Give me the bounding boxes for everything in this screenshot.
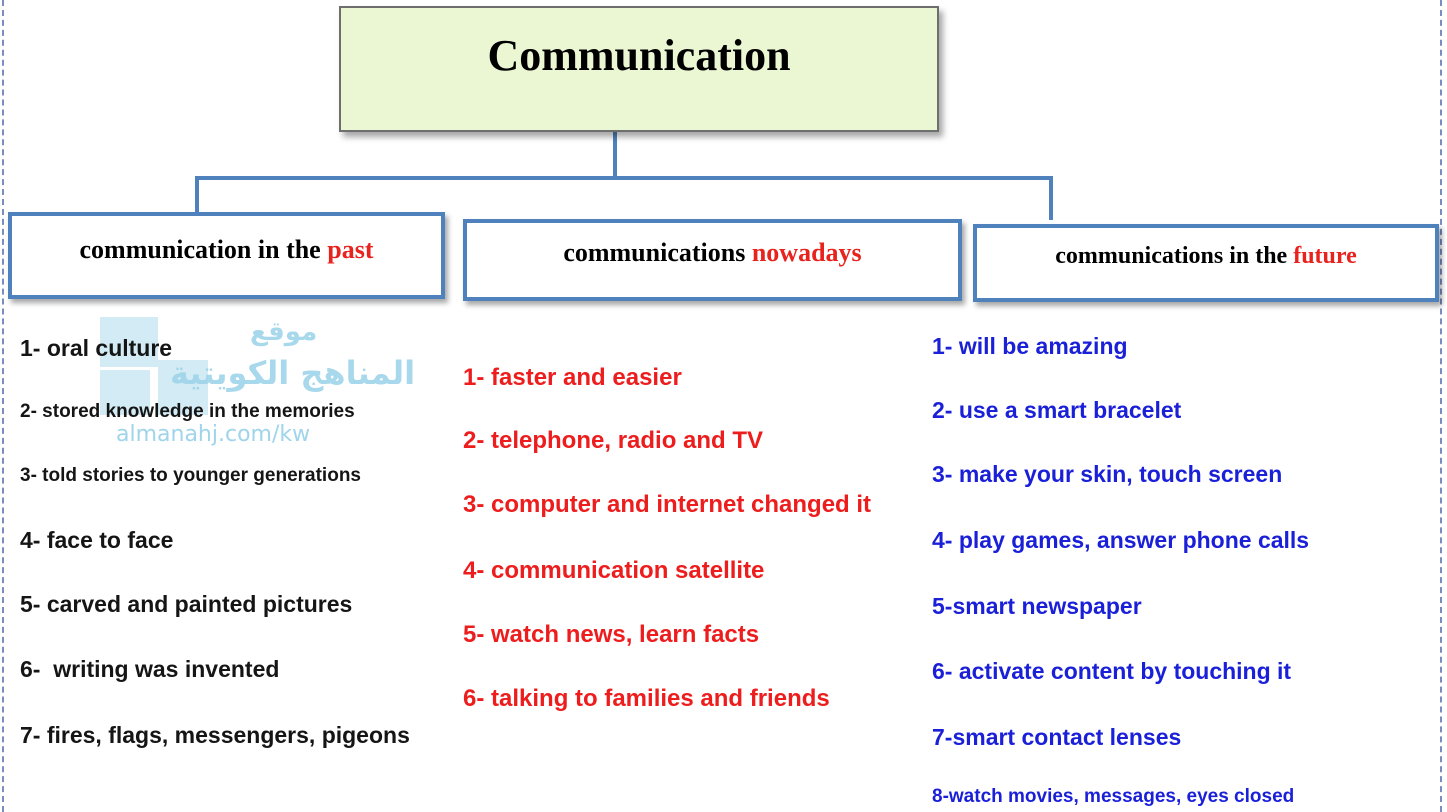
past-item: 1- oral culture [20,335,173,361]
future-item: 8-watch movies, messages, eyes closed [932,786,1295,807]
now-item: 4- communication satellite [463,557,765,584]
category-box-future: communications in the future [973,224,1439,302]
past-item: 3- told stories to younger generations [20,465,361,486]
category-past-highlight: past [327,234,374,264]
past-item: 6- writing was invented [20,656,280,682]
left-dashed-border [2,0,7,812]
category-past-prefix: communication in the [79,234,328,264]
category-box-past: communication in the past [8,212,445,299]
future-item: 1- will be amazing [932,333,1128,359]
future-item: 7-smart contact lenses [932,724,1182,750]
diagram-title: Communication [487,30,791,80]
now-item: 6- talking to families and friends [463,685,830,712]
now-item: 3- computer and internet changed it [463,491,872,518]
past-item: 7- fires, flags, messengers, pigeons [20,722,410,748]
category-now-highlight: nowadays [751,238,862,267]
future-item: 6- activate content by touching it [932,658,1292,684]
now-item: 1- faster and easier [463,364,682,391]
future-item: 3- make your skin, touch screen [932,461,1283,487]
past-item: 5- carved and painted pictures [20,591,353,617]
category-future-prefix: communications in the [1055,242,1294,269]
right-dashed-border [1440,0,1445,812]
now-item: 2- telephone, radio and TV [463,427,764,454]
past-item: 4- face to face [20,527,174,553]
future-item: 2- use a smart bracelet [932,397,1182,423]
title-box: Communication [339,6,939,132]
category-now-prefix: communications [563,238,752,267]
past-item: 2- stored knowledge in the memories [20,401,355,422]
category-box-nowadays: communications nowadays [463,219,962,301]
now-item: 5- watch news, learn facts [463,621,760,648]
future-item: 5-smart newspaper [932,593,1142,619]
future-item: 4- play games, answer phone calls [932,527,1310,553]
category-future-highlight: future [1293,242,1357,269]
